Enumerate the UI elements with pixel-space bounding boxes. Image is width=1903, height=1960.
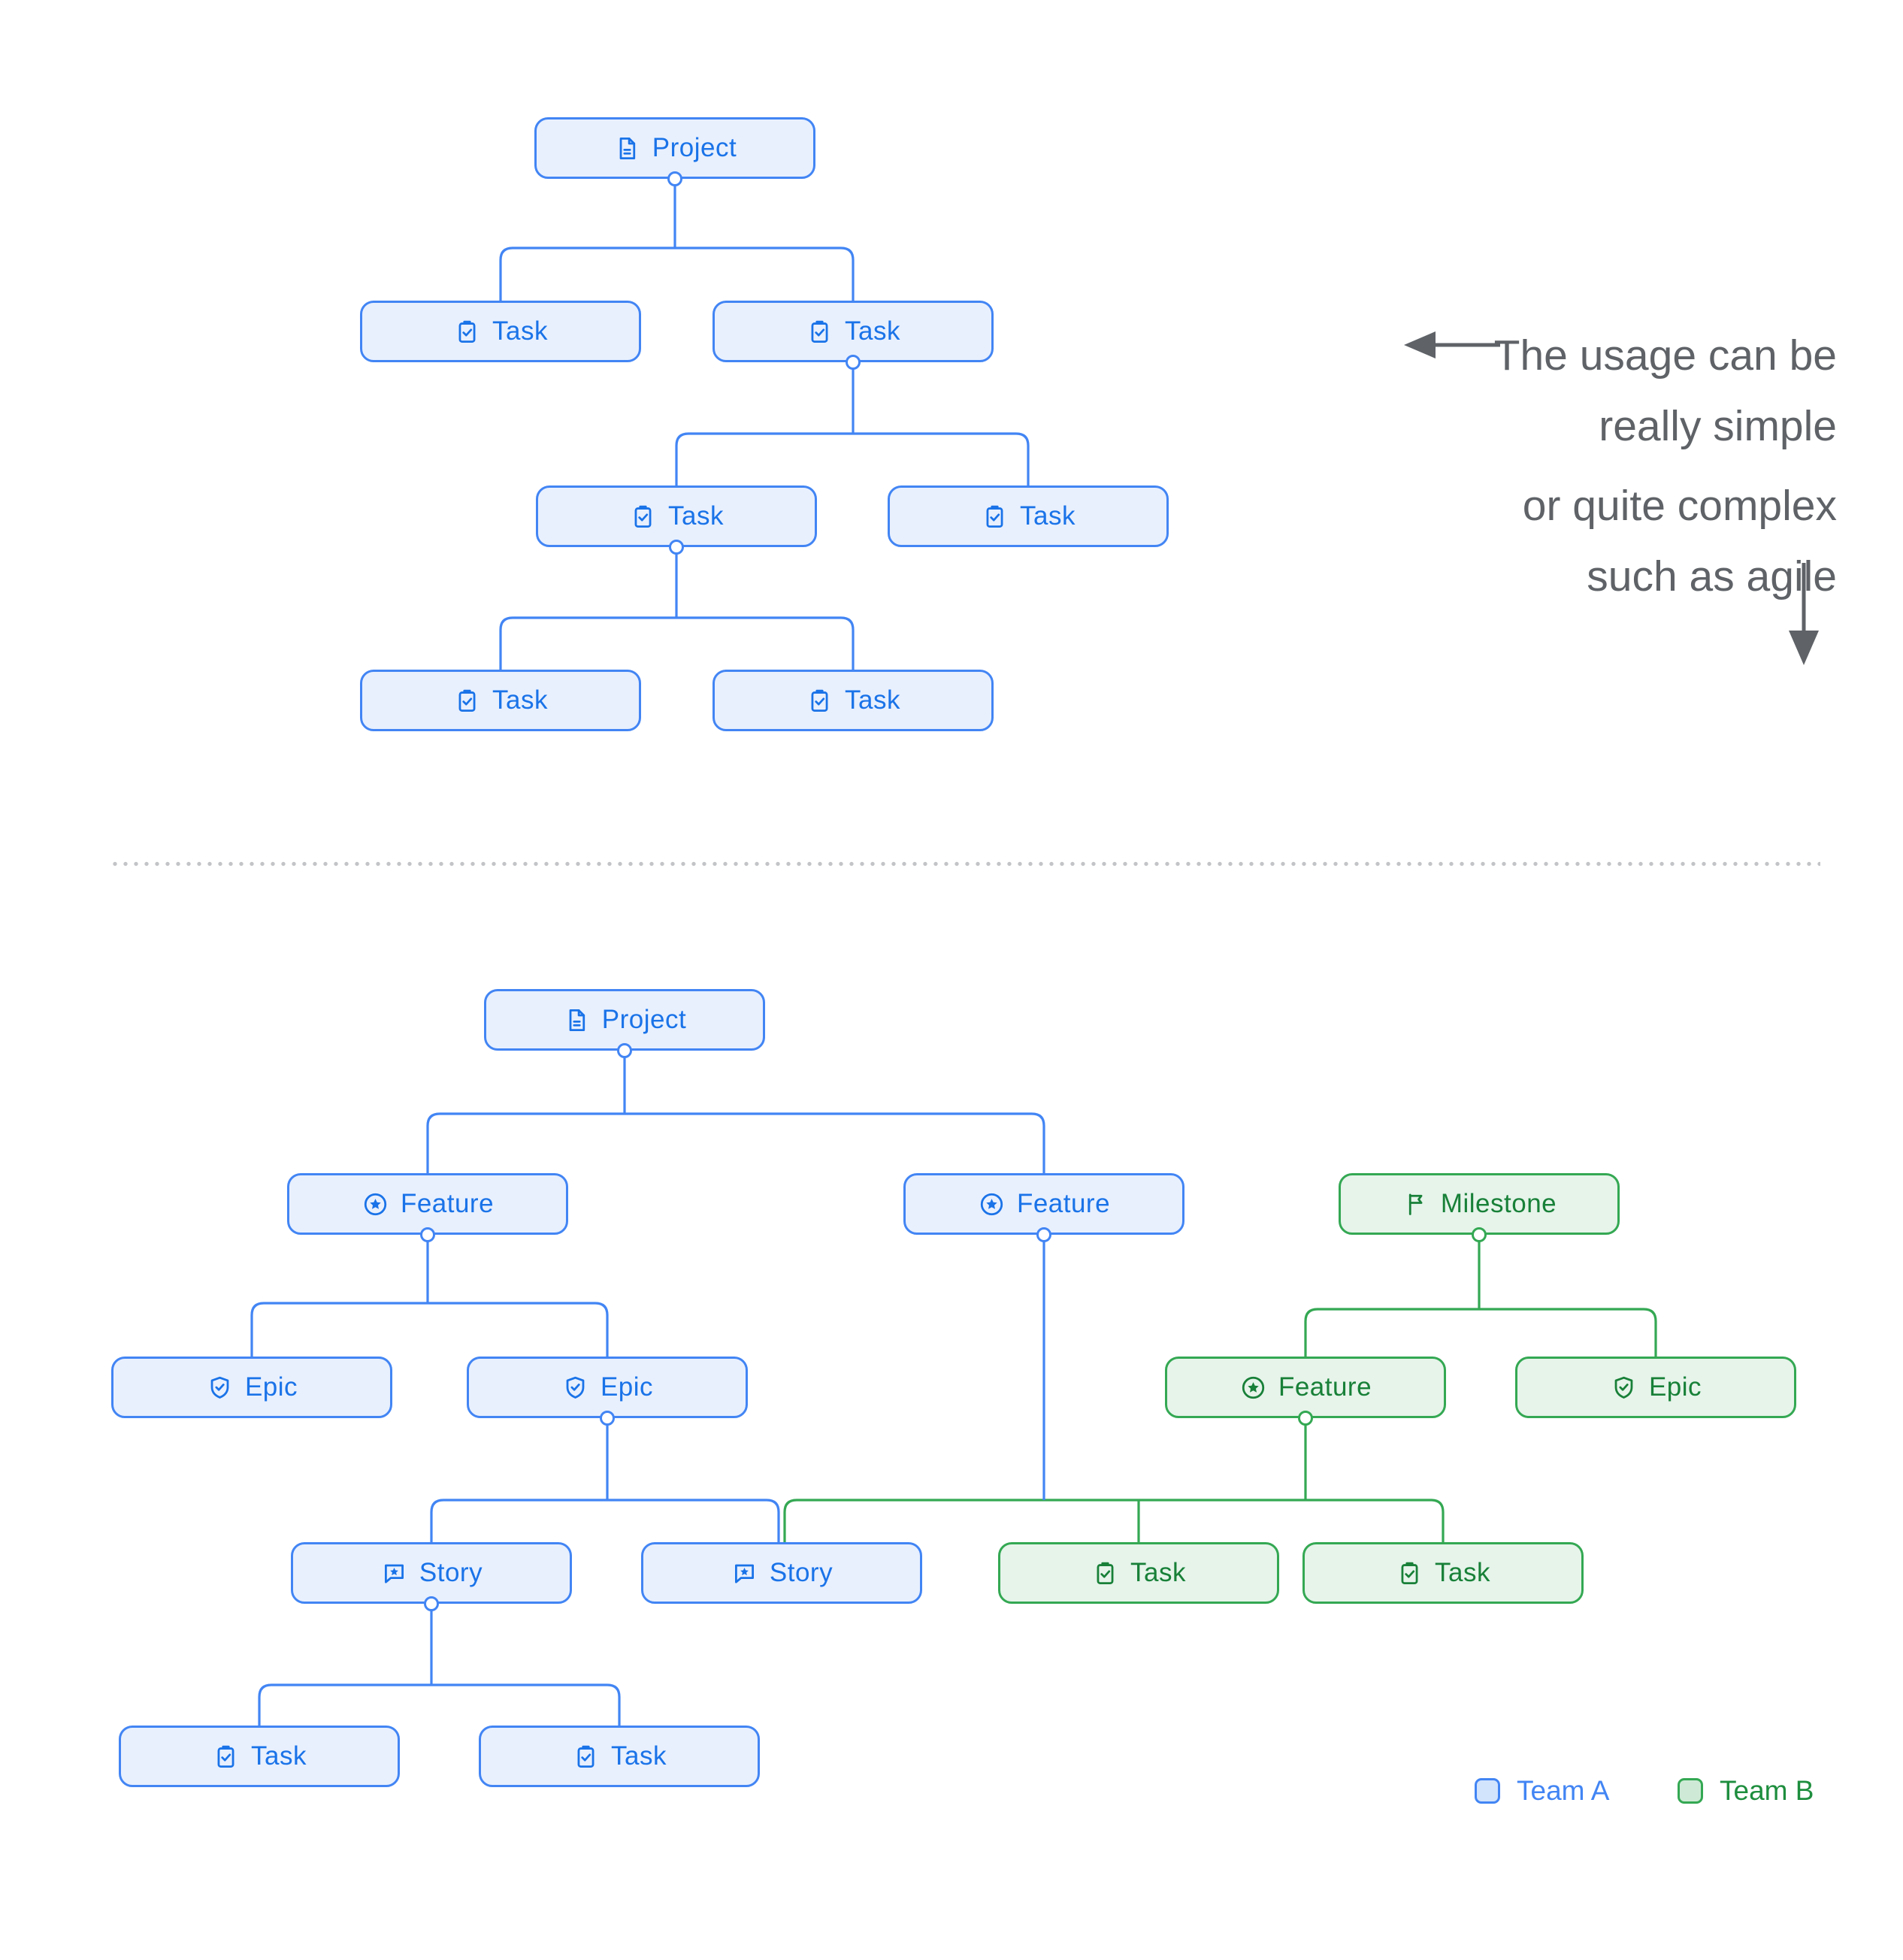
- node-task-simple-1: Task: [360, 301, 641, 362]
- task-icon: [212, 1743, 240, 1771]
- milestone-icon: [1402, 1190, 1430, 1218]
- node-task-blue-1: Task: [119, 1726, 400, 1787]
- document-icon: [613, 135, 641, 162]
- node-label: Task: [1130, 1558, 1186, 1587]
- story-icon: [380, 1559, 408, 1587]
- node-label: Task: [1435, 1558, 1490, 1587]
- node-label: Epic: [600, 1372, 654, 1402]
- node-feature-2: Feature: [903, 1173, 1184, 1235]
- node-project-agile: Project: [484, 989, 765, 1051]
- node-label: Epic: [244, 1372, 298, 1402]
- node-task-green-1: Task: [998, 1542, 1279, 1604]
- feature-icon: [1239, 1374, 1267, 1402]
- node-task-blue-2: Task: [479, 1726, 760, 1787]
- annotation-line-2: really simple: [1599, 402, 1837, 450]
- node-task-simple-5: Task: [360, 670, 641, 731]
- team-b-swatch: [1678, 1778, 1703, 1804]
- team-a-swatch: [1475, 1778, 1500, 1804]
- node-label: Feature: [1016, 1189, 1111, 1218]
- node-label: Task: [1020, 501, 1076, 531]
- node-task-green-2: Task: [1302, 1542, 1584, 1604]
- node-project-simple: Project: [534, 117, 815, 179]
- node-epic-2: Epic: [467, 1357, 748, 1418]
- node-feature-1: Feature: [287, 1173, 568, 1235]
- epic-icon: [561, 1374, 589, 1402]
- story-icon: [731, 1559, 758, 1587]
- node-label: Story: [769, 1558, 834, 1587]
- node-label: Project: [652, 133, 737, 162]
- node-label: Task: [845, 685, 900, 715]
- document-icon: [563, 1006, 591, 1034]
- node-story-1: Story: [291, 1542, 572, 1604]
- node-feature-3: Feature: [1165, 1357, 1446, 1418]
- node-label: Feature: [400, 1189, 495, 1218]
- node-milestone: Milestone: [1339, 1173, 1620, 1235]
- node-label: Epic: [1648, 1372, 1702, 1402]
- node-label: Task: [492, 685, 548, 715]
- legend-team-a: Team A: [1475, 1775, 1609, 1807]
- node-task-simple-6: Task: [712, 670, 994, 731]
- annotation-line-4: such as agile: [1587, 552, 1837, 600]
- node-label: Project: [601, 1005, 687, 1034]
- legend-team-b: Team B: [1678, 1775, 1814, 1807]
- simple-tree-edges: [499, 179, 1030, 670]
- task-icon: [629, 503, 657, 531]
- task-icon: [453, 318, 481, 346]
- node-epic-3: Epic: [1515, 1357, 1796, 1418]
- epic-icon: [206, 1374, 234, 1402]
- node-label: Task: [668, 501, 724, 531]
- node-label: Task: [845, 316, 900, 346]
- task-icon: [453, 687, 481, 715]
- team-b-label: Team B: [1720, 1775, 1814, 1806]
- task-icon: [806, 318, 834, 346]
- task-icon: [1091, 1559, 1119, 1587]
- node-label: Task: [611, 1741, 667, 1771]
- section-divider: [110, 861, 1820, 867]
- node-label: Feature: [1278, 1372, 1372, 1402]
- node-epic-1: Epic: [111, 1357, 392, 1418]
- feature-icon: [362, 1190, 389, 1218]
- node-label: Story: [419, 1558, 483, 1587]
- node-label: Milestone: [1440, 1189, 1557, 1218]
- annotation-line-1: The usage can be: [1493, 331, 1837, 380]
- annotation-text: The usage can be really simple or quite …: [1494, 320, 1837, 612]
- epic-icon: [1610, 1374, 1638, 1402]
- node-task-simple-4: Task: [888, 485, 1169, 547]
- node-label: Task: [251, 1741, 307, 1771]
- node-story-2: Story: [641, 1542, 922, 1604]
- annotation-line-3: or quite complex: [1522, 482, 1837, 530]
- task-icon: [1396, 1559, 1423, 1587]
- task-icon: [981, 503, 1009, 531]
- task-icon: [572, 1743, 600, 1771]
- node-task-simple-3: Task: [536, 485, 817, 547]
- team-a-label: Team A: [1517, 1775, 1610, 1806]
- task-icon: [806, 687, 834, 715]
- feature-icon: [978, 1190, 1006, 1218]
- node-task-simple-2: Task: [712, 301, 994, 362]
- node-label: Task: [492, 316, 548, 346]
